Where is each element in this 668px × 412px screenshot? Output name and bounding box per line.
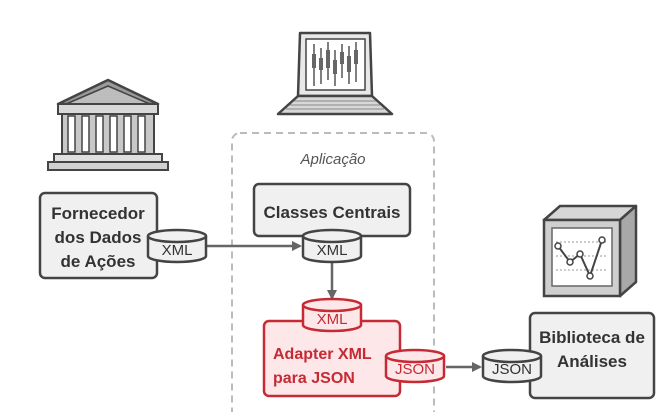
application-label: Aplicação (299, 151, 365, 168)
core-xml-label: XML (317, 242, 348, 259)
library-json-cylinder: JSON (481, 348, 543, 384)
provider-label-line1: Fornecedor (51, 204, 145, 223)
library-json-label: JSON (492, 361, 532, 378)
provider-label-line3: de Ações (61, 252, 136, 271)
core-xml-cylinder: XML (301, 228, 363, 264)
adapter-json-label: JSON (395, 361, 435, 378)
adapter-label-line2: para JSON (273, 370, 355, 387)
adapter-xml-label: XML (317, 311, 348, 328)
stock-exchange-building-icon (47, 78, 169, 171)
core-classes-label: Classes Centrais (263, 203, 400, 222)
adapter-xml-cylinder: XML (301, 297, 363, 333)
provider-xml-cylinder: XML (146, 228, 208, 264)
laptop-chart-icon (276, 31, 394, 116)
analytics-box-icon (542, 204, 638, 298)
adapter-label-line1: Adapter XML (273, 346, 372, 363)
application-boundary (231, 132, 435, 412)
library-label-line1: Biblioteca de (539, 328, 645, 347)
library-label-line2: Análises (557, 352, 627, 371)
adapter-json-cylinder: JSON (384, 348, 446, 384)
provider-label-line2: dos Dados (55, 228, 142, 247)
provider-xml-label: XML (162, 242, 193, 259)
